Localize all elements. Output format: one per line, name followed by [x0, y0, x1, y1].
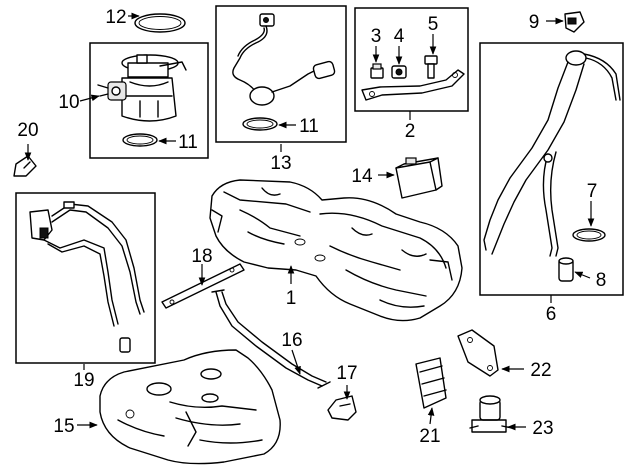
bolt-part-5: [424, 55, 438, 79]
callout-23: 23: [532, 418, 553, 439]
sensor-part-20: [13, 155, 37, 177]
bracket-part-22: [457, 329, 499, 377]
callout-18: 18: [191, 246, 212, 267]
o-ring-part-11-right: [242, 117, 278, 131]
leader-21: [427, 407, 435, 425]
leader-8: [574, 271, 591, 279]
bracket-part-18: [161, 263, 245, 309]
callout-19: 19: [73, 370, 94, 391]
fuel-tank-part-1: [209, 179, 463, 322]
o-ring-part-11-left: [122, 133, 158, 147]
tank-strap-part-16: [211, 289, 331, 389]
clip-part-17: [327, 395, 357, 421]
callout-6: 6: [546, 304, 557, 325]
nut-part-3: [370, 63, 384, 79]
clamp-ring-part-7: [572, 228, 606, 242]
callout-7: 7: [587, 181, 598, 202]
filler-neck-part-6: [483, 50, 621, 257]
gasket-ring-part-12: [134, 13, 186, 33]
lower-tank-part-15: [99, 349, 281, 465]
group-box-filler-neck: [479, 42, 624, 296]
hose-part-8: [558, 257, 574, 282]
group-box-level-sender: [215, 5, 347, 143]
callout-1: 1: [286, 288, 297, 309]
callout-11-left: 11: [178, 132, 198, 153]
control-unit-part-21: [415, 357, 447, 409]
group-box-fuel-pump: [89, 42, 209, 159]
filler-cap-part-9: [564, 11, 585, 33]
callout-13: 13: [270, 153, 291, 174]
valve-part-23: [469, 395, 513, 433]
bracket-part-2: [361, 69, 465, 101]
callout-4: 4: [394, 26, 405, 47]
control-module-part-14: [395, 157, 443, 199]
callout-12: 12: [105, 7, 126, 28]
callout-11-right: 11: [299, 116, 319, 137]
callout-9: 9: [529, 12, 540, 33]
spacer-part-4: [391, 65, 407, 79]
callout-20: 20: [17, 120, 38, 141]
callout-16: 16: [281, 330, 302, 351]
fuel-pump-assembly-part-10: [97, 54, 187, 122]
vent-lines-part-19: [29, 201, 145, 353]
callout-21: 21: [419, 426, 440, 447]
group-box-hardware: [354, 7, 469, 112]
group-box-vent-lines: [15, 192, 156, 364]
callout-15: 15: [53, 416, 74, 437]
level-sender-part-13: [232, 13, 336, 106]
callout-14: 14: [351, 166, 373, 187]
callout-2: 2: [405, 121, 416, 142]
callout-10: 10: [58, 92, 79, 113]
callout-8: 8: [596, 270, 607, 291]
callout-22: 22: [530, 360, 551, 381]
callout-5: 5: [428, 14, 439, 35]
leader-10: [79, 94, 100, 102]
callout-3: 3: [371, 26, 382, 47]
leader-16: [291, 349, 301, 375]
callout-17: 17: [336, 363, 357, 384]
